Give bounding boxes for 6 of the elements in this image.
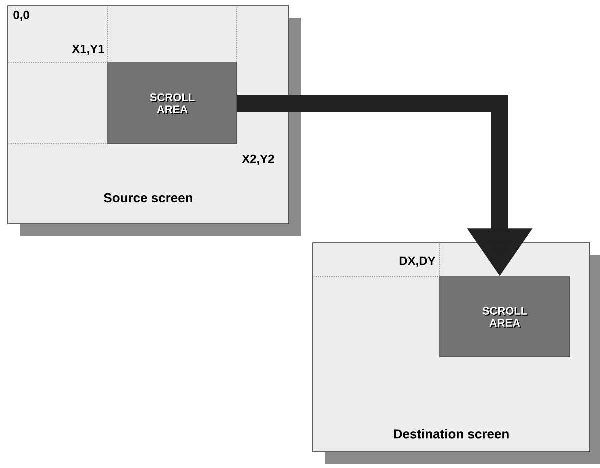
- coordinate-label: 0,0: [14, 10, 30, 22]
- scroll-area-box: SCROLL AREA: [108, 62, 238, 144]
- coordinate-label: DX,DY: [400, 256, 436, 268]
- coordinate-label: X1,Y1: [72, 44, 104, 56]
- scroll-area-box: SCROLL AREA: [440, 276, 570, 358]
- coordinate-label: X2,Y2: [242, 154, 274, 166]
